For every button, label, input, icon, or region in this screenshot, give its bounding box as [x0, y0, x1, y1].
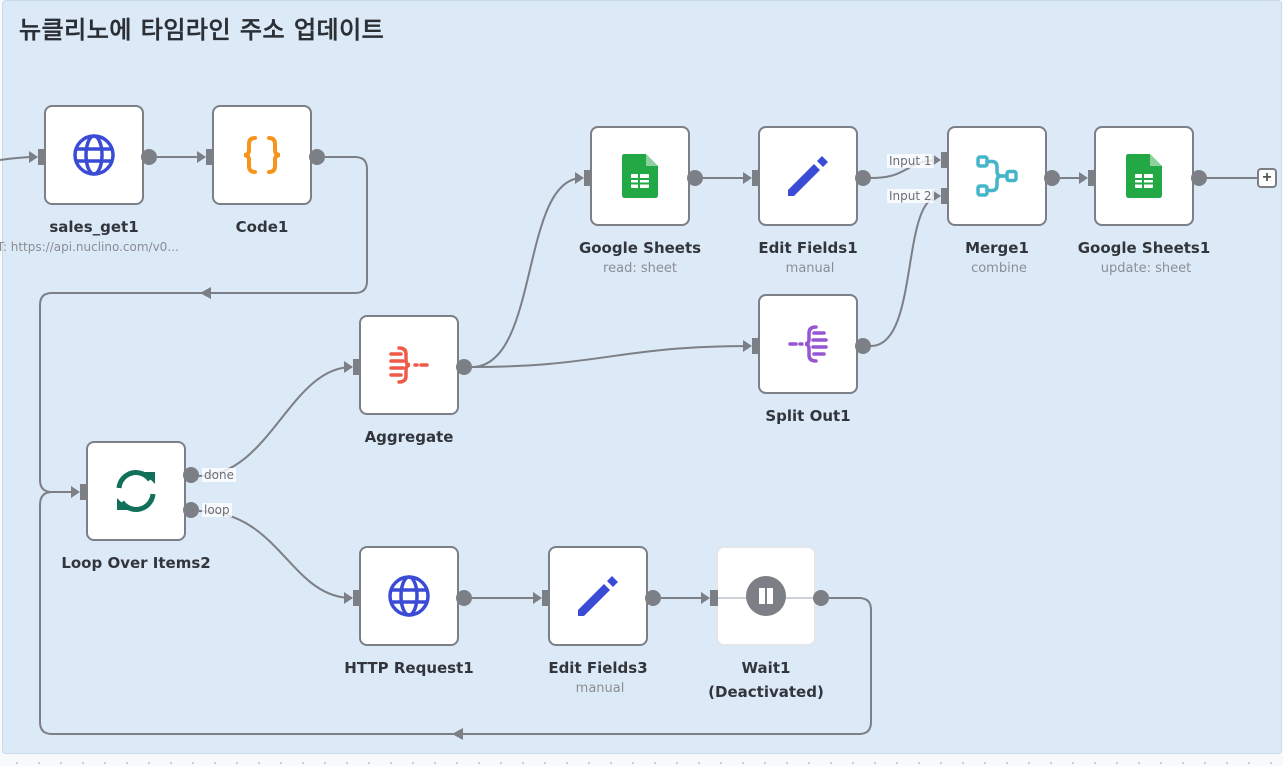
output-handle[interactable] [141, 149, 157, 165]
node-title: Split Out1 [765, 407, 851, 425]
node-title: Code1 [235, 218, 289, 236]
node-title: Edit Fields1 [758, 239, 858, 257]
node-subtitle: combine [971, 261, 1027, 276]
node-google-sheets1[interactable] [1094, 126, 1194, 226]
node-sales-get1[interactable] [44, 105, 144, 205]
input-handle[interactable] [710, 590, 718, 606]
pencil-icon [788, 156, 828, 196]
input-arrow [344, 592, 353, 604]
node-title: Aggregate [364, 428, 454, 446]
node-title: HTTP Request1 [344, 659, 474, 677]
input-arrow [533, 592, 542, 604]
node-subtitle: update: sheet [1100, 261, 1192, 276]
input-handle[interactable] [38, 149, 46, 165]
node-title: Google Sheets [578, 239, 702, 257]
node-title: Merge1 [965, 239, 1029, 257]
split-out-icon [788, 325, 828, 363]
aggregate-icon [389, 346, 429, 384]
input-handle[interactable] [80, 484, 88, 500]
input-arrow [344, 361, 353, 373]
loop-icon [116, 470, 156, 512]
port-label-input-2: Input 2 [887, 189, 934, 203]
node-merge1[interactable] [947, 126, 1047, 226]
braces-icon [243, 136, 281, 174]
output-handle[interactable] [456, 590, 472, 606]
node-google-sheets[interactable] [590, 126, 690, 226]
port-label-input-1: Input 1 [887, 154, 934, 168]
node-title: sales_get1 [49, 218, 139, 236]
node-edit-fields3[interactable] [548, 546, 648, 646]
node-subtitle: manual [785, 261, 835, 276]
input-handle[interactable] [752, 338, 760, 354]
input-arrow [575, 172, 584, 184]
merge-icon [976, 155, 1018, 197]
input-handle[interactable] [206, 149, 214, 165]
pause-icon [746, 576, 786, 616]
output-handle-done[interactable] [183, 467, 199, 483]
input-handle[interactable] [542, 590, 550, 606]
input-handle[interactable] [584, 170, 592, 186]
input-arrow [743, 172, 752, 184]
globe-icon [388, 575, 430, 617]
output-handle[interactable] [309, 149, 325, 165]
node-code1[interactable] [212, 105, 312, 205]
output-handle[interactable] [813, 590, 829, 606]
port-label-done: done [202, 468, 236, 482]
node-title: Google Sheets1 [1077, 239, 1211, 257]
output-handle[interactable] [645, 590, 661, 606]
globe-icon [73, 134, 115, 176]
node-status: (Deactivated) [708, 683, 824, 701]
input-handle[interactable] [353, 590, 361, 606]
node-subtitle: GET: https://api.nuclino.com/v0... [0, 240, 179, 254]
add-node-button[interactable]: + [1257, 168, 1277, 188]
output-handle[interactable] [855, 338, 871, 354]
node-wait1[interactable] [716, 546, 816, 646]
input-arrow [743, 340, 752, 352]
input-handle[interactable] [1088, 170, 1096, 186]
node-title: Wait1 [741, 659, 791, 677]
google-sheets-icon [1126, 154, 1162, 198]
node-http-request1[interactable] [359, 546, 459, 646]
port-label-loop: loop [202, 503, 232, 517]
input-handle-1[interactable] [941, 152, 949, 168]
google-sheets-icon [622, 154, 658, 198]
input-arrow [932, 190, 941, 202]
input-arrow [29, 151, 38, 163]
node-split-out1[interactable] [758, 294, 858, 394]
input-arrow [1079, 172, 1088, 184]
output-handle[interactable] [1044, 170, 1060, 186]
node-subtitle: manual [575, 681, 625, 696]
node-loop-over-items2[interactable] [86, 441, 186, 541]
node-title: Edit Fields3 [548, 659, 648, 677]
sticky-note-title: 뉴클리노에 타임라인 주소 업데이트 [19, 16, 385, 44]
node-edit-fields1[interactable] [758, 126, 858, 226]
output-handle[interactable] [855, 170, 871, 186]
output-handle[interactable] [456, 359, 472, 375]
output-handle[interactable] [687, 170, 703, 186]
input-arrow [701, 592, 710, 604]
node-title: Loop Over Items2 [61, 554, 211, 572]
input-arrow [71, 486, 80, 498]
input-handle[interactable] [353, 359, 361, 375]
input-handle-2[interactable] [941, 188, 949, 204]
node-aggregate[interactable] [359, 315, 459, 415]
input-arrow [197, 151, 206, 163]
input-handle[interactable] [752, 170, 760, 186]
input-arrow [932, 154, 941, 166]
node-subtitle: read: sheet [603, 261, 677, 276]
pencil-icon [578, 576, 618, 616]
output-handle-loop[interactable] [183, 502, 199, 518]
output-handle[interactable] [1191, 170, 1207, 186]
